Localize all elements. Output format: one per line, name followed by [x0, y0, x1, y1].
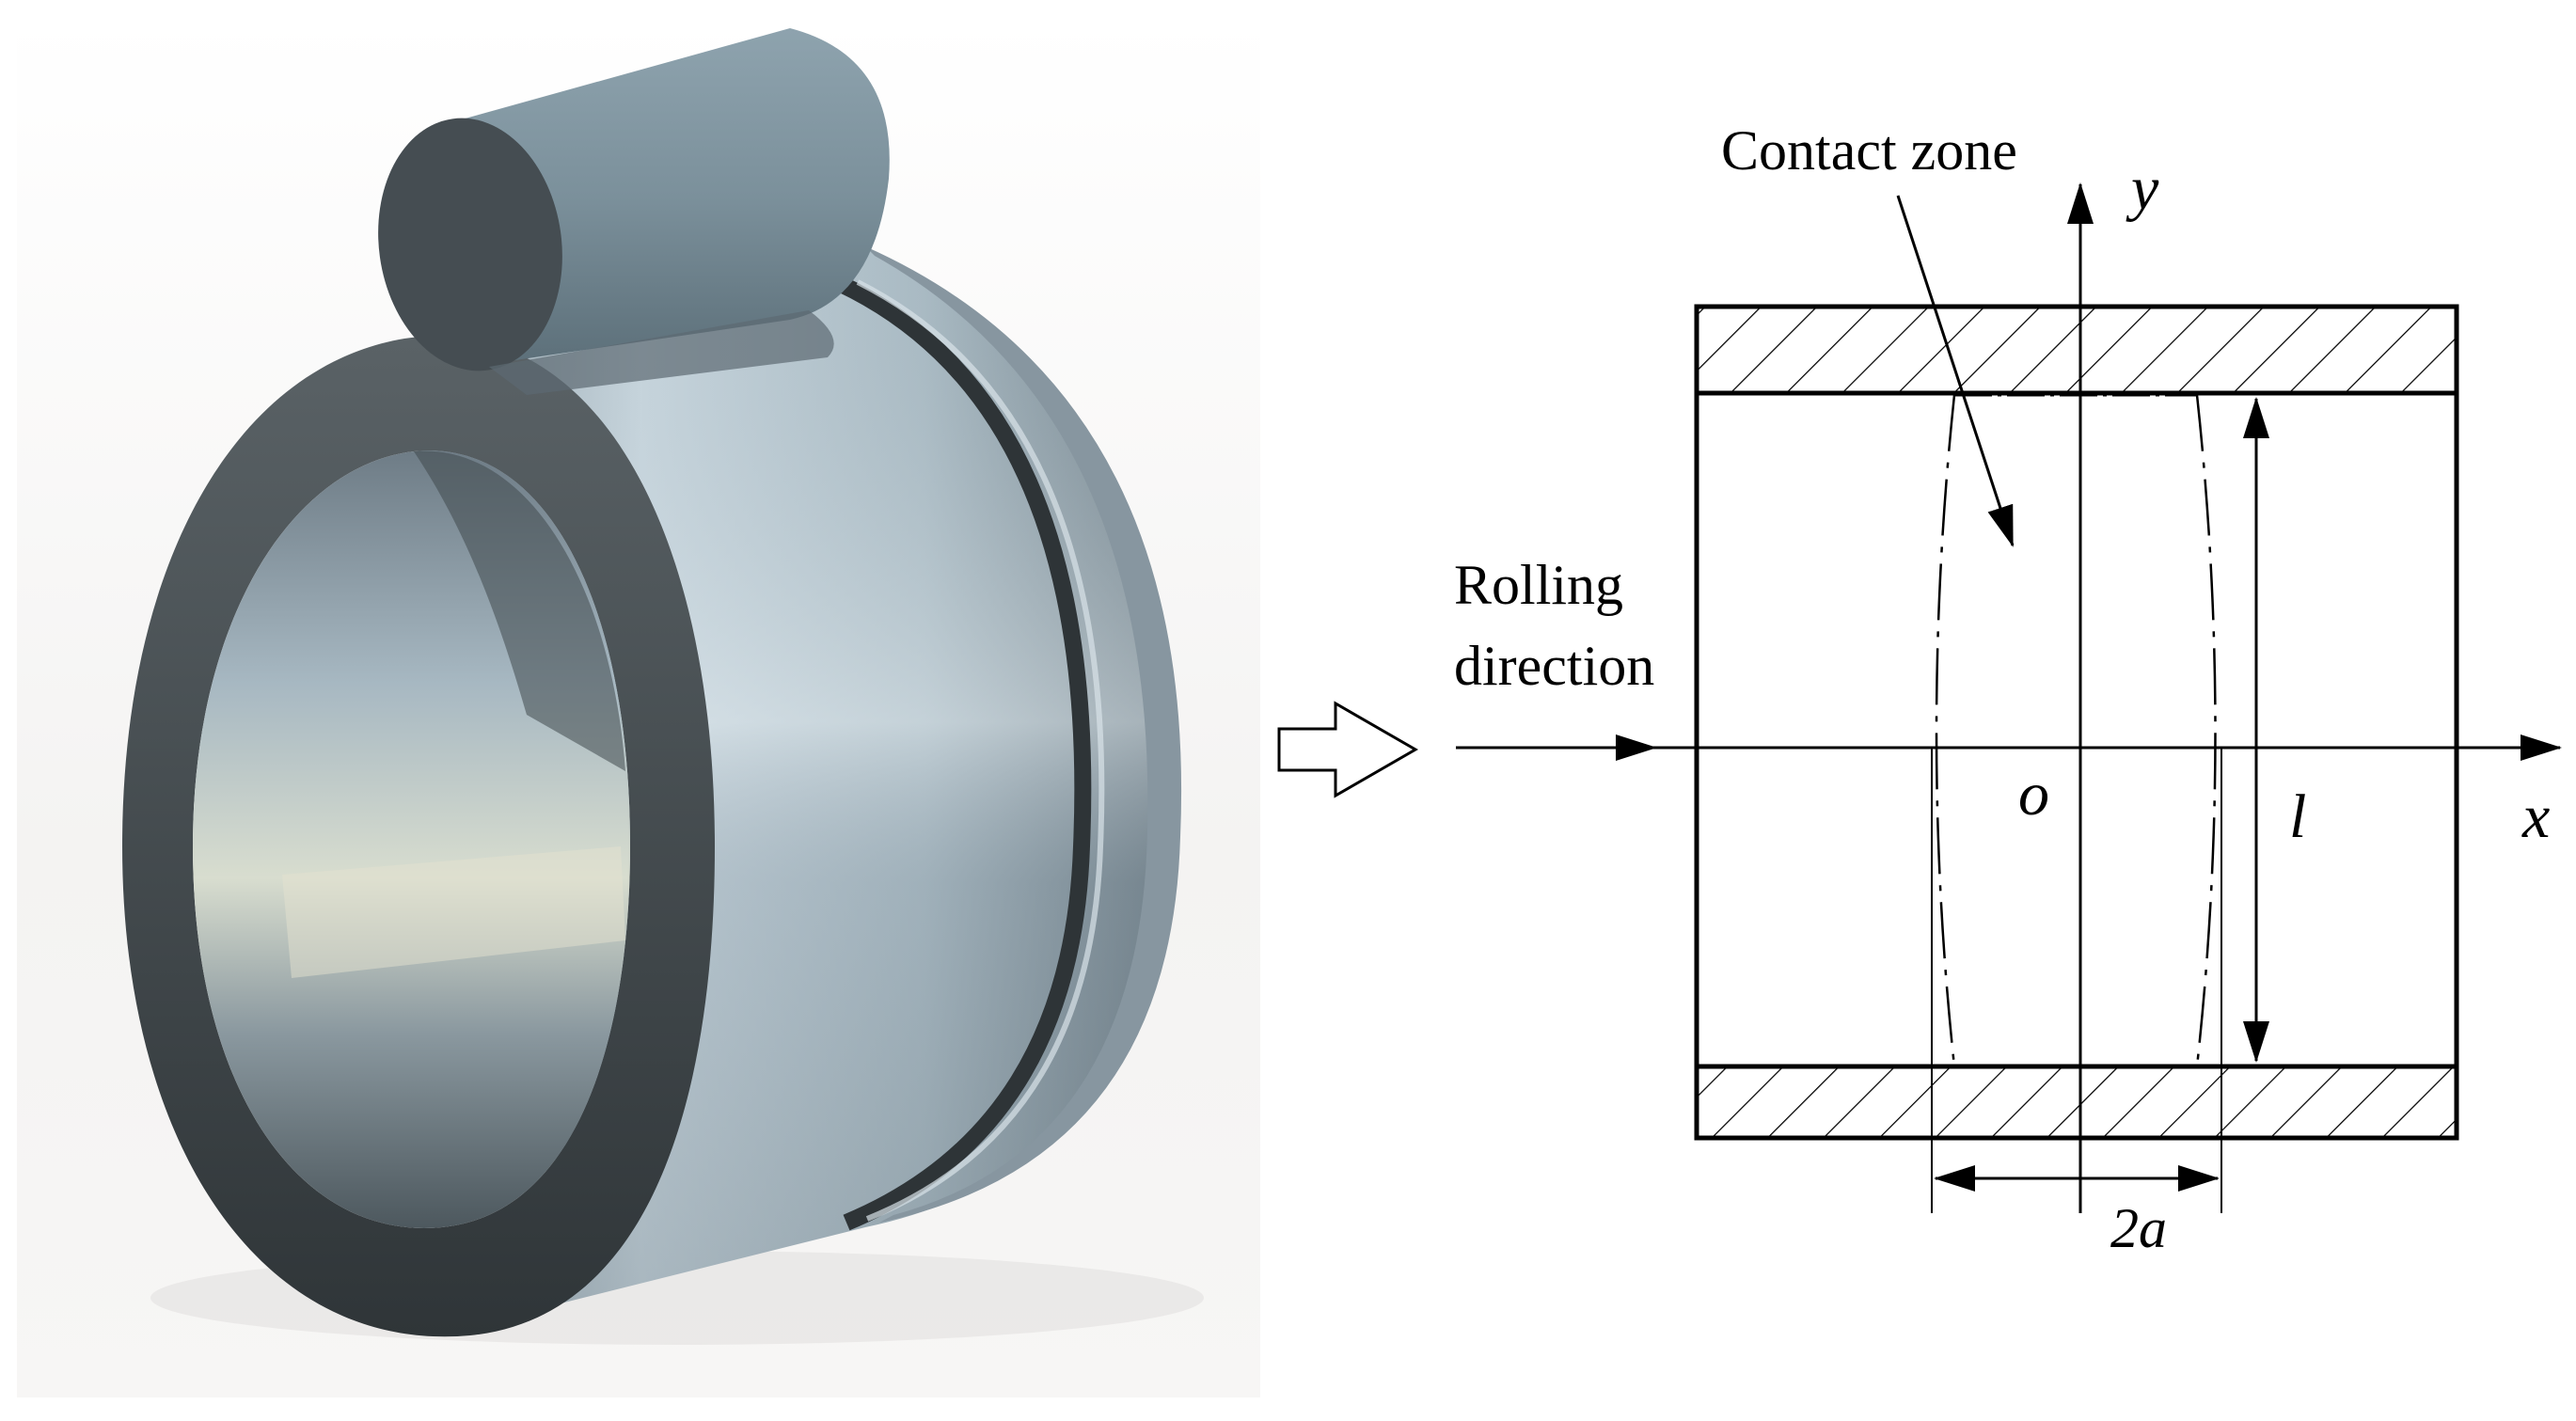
roller-side: [451, 28, 890, 367]
width-label: 2a: [2110, 1197, 2167, 1259]
bearing-ring: [122, 240, 1182, 1337]
transition-arrow-icon: [1277, 701, 1419, 798]
roller-contact-shadow: [489, 310, 834, 395]
roller-end-face: [378, 118, 562, 371]
top-hatched-band: [1699, 308, 2455, 393]
rolling-direction-label-2: direction: [1454, 635, 1654, 697]
roller-body: [378, 28, 890, 395]
axis-y-label: y: [2126, 154, 2159, 223]
contact-schematic: Contact zone Rolling direction y x o l 2…: [1454, 119, 2562, 1259]
ring-right-flange: [865, 246, 1182, 1223]
bottom-hatched-band: [1699, 1066, 2455, 1136]
ring-inner-light: [282, 846, 625, 978]
contact-zone-leader: [1896, 195, 2015, 547]
axis-x-label: x: [2521, 782, 2550, 851]
ring-groove: [833, 274, 1092, 1231]
contact-zone-label: Contact zone: [1721, 119, 2017, 182]
contact-boundary-right: [2195, 394, 2217, 1067]
length-label: l: [2289, 782, 2306, 851]
ring-inner-shadow: [414, 450, 625, 771]
rolling-direction-label-1: Rolling: [1454, 554, 1623, 616]
ring-groove-highlight: [856, 279, 1105, 1222]
bearing-render: [17, 17, 1260, 1397]
schematic-frame: [1694, 304, 2459, 1141]
contact-boundary-left: [1935, 394, 1956, 1067]
origin-label: o: [2018, 760, 2049, 829]
